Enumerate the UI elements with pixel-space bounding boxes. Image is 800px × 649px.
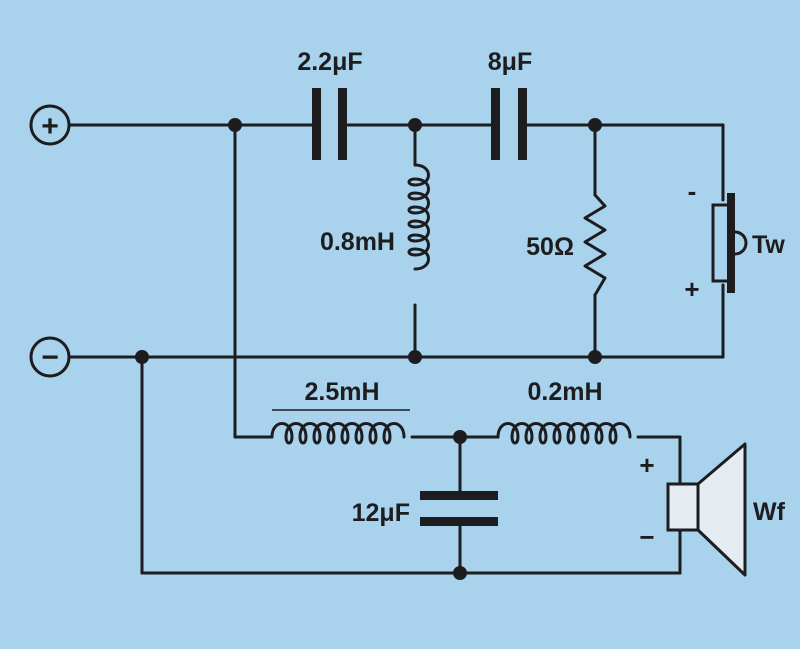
inductor-l1-label: 0.8mH (320, 228, 395, 256)
tweeter-plus-symbol: + (684, 274, 699, 304)
resistor-r1-label: 50Ω (526, 233, 574, 261)
junction-dot (135, 350, 149, 364)
negative-terminal: − (29, 336, 71, 378)
capacitor-c2-label: 8μF (488, 48, 532, 76)
inductor-l3: 0.2mH (496, 378, 632, 445)
junction-dot (408, 350, 422, 364)
junction-dot (453, 566, 467, 580)
woofer-label: Wf (753, 498, 786, 526)
junction-dot (453, 430, 467, 444)
negative-terminal-symbol: − (41, 341, 59, 374)
capacitor-c1: 2.2μF (297, 48, 363, 160)
woofer-plus-symbol: + (639, 450, 654, 480)
resistor-r1: 50Ω (526, 193, 607, 297)
positive-terminal: + (29, 104, 71, 146)
junction-dot (408, 118, 422, 132)
junction-dot (588, 350, 602, 364)
inductor-l3-label: 0.2mH (527, 378, 602, 406)
junction-dots (135, 118, 602, 580)
junction-dot (228, 118, 242, 132)
woofer-speaker: Wf + − (639, 442, 786, 577)
tweeter-minus-symbol: - (688, 176, 697, 206)
tweeter-label: Tw (752, 231, 785, 259)
capacitor-c3-label: 12μF (352, 499, 410, 527)
capacitor-c2: 8μF (488, 48, 532, 160)
positive-terminal-symbol: + (41, 110, 59, 143)
capacitor-c1-label: 2.2μF (297, 48, 362, 76)
inductor-l2: 2.5mH (270, 378, 410, 445)
inductor-l2-label: 2.5mH (304, 378, 379, 406)
junction-dot (588, 118, 602, 132)
inductor-l1: 0.8mH (320, 163, 430, 271)
capacitor-c3: 12μF (352, 491, 498, 527)
woofer-minus-symbol: − (639, 522, 654, 552)
tweeter-speaker: Tw - + (684, 176, 785, 304)
